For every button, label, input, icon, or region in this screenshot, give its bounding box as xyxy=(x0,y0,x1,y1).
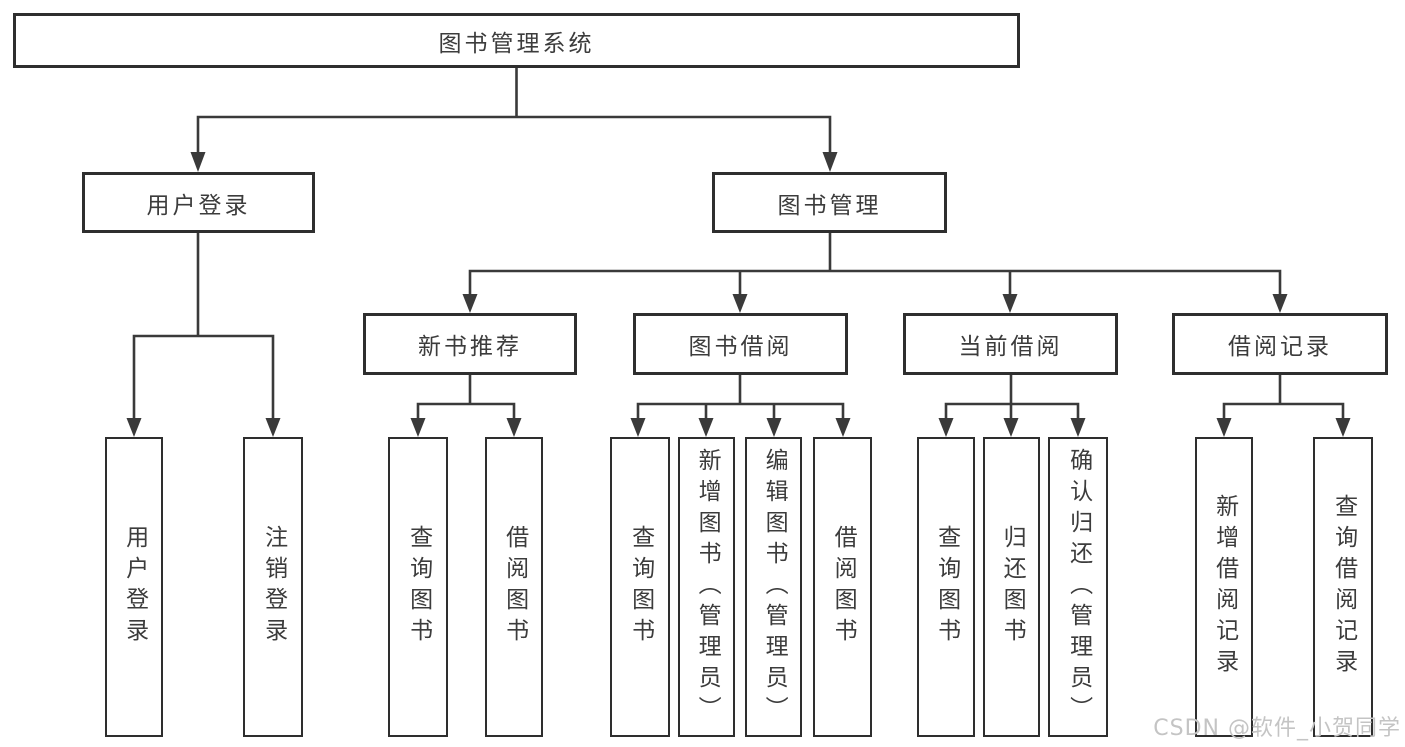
leaf-add-book-admin: 新增图书（管理员） xyxy=(678,437,735,737)
leaf-query-book-borrow: 查询图书 xyxy=(610,437,670,737)
leaf-confirm-return-admin: 确认归还（管理员） xyxy=(1048,437,1108,737)
leaf-edit-book-admin: 编辑图书（管理员） xyxy=(745,437,802,737)
node-root-system: 图书管理系统 xyxy=(13,13,1020,68)
leaf-query-book-current: 查询图书 xyxy=(917,437,975,737)
leaf-borrow-book: 借阅图书 xyxy=(813,437,872,737)
node-borrow-records: 借阅记录 xyxy=(1172,313,1388,375)
leaf-add-borrow-record: 新增借阅记录 xyxy=(1195,437,1253,737)
leaf-user-login: 用户登录 xyxy=(105,437,163,737)
node-book-borrow: 图书借阅 xyxy=(633,313,848,375)
leaf-logout: 注销登录 xyxy=(243,437,303,737)
leaf-query-book-rec: 查询图书 xyxy=(388,437,448,737)
node-user-login: 用户登录 xyxy=(82,172,315,233)
csdn-watermark: CSDN @软件_小贺同学 xyxy=(1153,716,1401,741)
node-book-management: 图书管理 xyxy=(712,172,947,233)
leaf-borrow-book-rec: 借阅图书 xyxy=(485,437,543,737)
leaf-return-book: 归还图书 xyxy=(983,437,1040,737)
node-current-borrow: 当前借阅 xyxy=(903,313,1118,375)
node-new-book-recommend: 新书推荐 xyxy=(363,313,577,375)
leaf-query-borrow-record: 查询借阅记录 xyxy=(1313,437,1373,737)
